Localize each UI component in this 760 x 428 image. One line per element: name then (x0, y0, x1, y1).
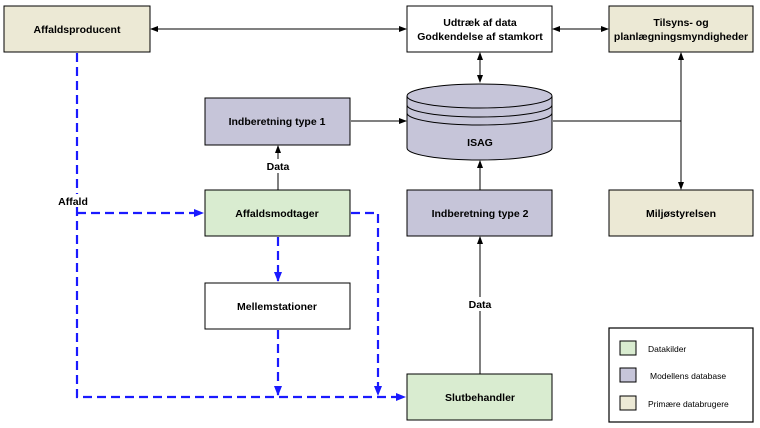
svg-text:Primære databrugere: Primære databrugere (648, 399, 729, 409)
svg-text:Modellens database: Modellens database (650, 371, 726, 381)
label-affald: Affald (58, 196, 88, 208)
svg-text:Indberetning type 2: Indberetning type 2 (432, 208, 529, 220)
node-affaldsproducent: Affaldsproducent (3, 5, 151, 53)
label-data-1: Data (267, 161, 290, 173)
legend-swatch-database (619, 367, 637, 383)
svg-text:Indberetning type 1: Indberetning type 1 (229, 116, 326, 128)
svg-text:Tilsyns- og: Tilsyns- og (653, 17, 708, 29)
flow-producent-slutbehandler (75, 53, 406, 401)
svg-text:Slutbehandler: Slutbehandler (445, 392, 515, 404)
legend-swatch-datakilder (619, 340, 637, 356)
node-indberetning-type2: Indberetning type 2 (406, 189, 553, 237)
flow-modtager-slut (351, 211, 382, 396)
svg-text:planlægningsmyndigheder: planlægningsmyndigheder (614, 31, 748, 43)
node-udtraek: Udtræk af data Godkendelse af stamkort (406, 5, 553, 53)
svg-text:Miljøstyrelsen: Miljøstyrelsen (646, 208, 716, 220)
legend: Datakilder Modellens database Primære da… (608, 327, 754, 423)
node-slutbehandler: Slutbehandler (406, 373, 553, 421)
svg-text:Datakilder: Datakilder (648, 344, 686, 354)
svg-text:ISAG: ISAG (467, 137, 493, 149)
svg-text:Affaldsmodtager: Affaldsmodtager (235, 208, 318, 220)
svg-text:Udtræk af data: Udtræk af data (443, 17, 517, 29)
svg-text:Affaldsproducent: Affaldsproducent (34, 24, 121, 36)
svg-text:Godkendelse af stamkort: Godkendelse af stamkort (417, 31, 543, 43)
node-affaldsmodtager: Affaldsmodtager (204, 189, 351, 237)
svg-text:Mellemstationer: Mellemstationer (237, 301, 317, 313)
legend-swatch-brugere (619, 395, 637, 411)
node-tilsyn: Tilsyns- og planlægningsmyndigheder (608, 5, 754, 53)
node-indberetning-type1: Indberetning type 1 (204, 97, 351, 146)
node-miljostyrelsen: Miljøstyrelsen (608, 189, 754, 237)
node-isag-database: ISAG (406, 83, 553, 161)
node-mellemstationer: Mellemstationer (204, 282, 351, 330)
label-data-2: Data (469, 299, 492, 311)
